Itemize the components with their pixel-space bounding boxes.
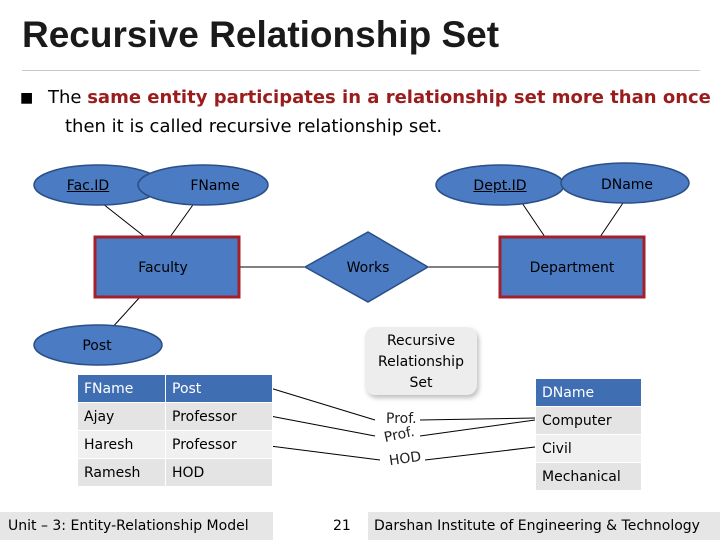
footer-page-number: 21 xyxy=(333,518,351,534)
table-row: Computer xyxy=(535,406,642,435)
attribute-post-label: Post xyxy=(82,338,112,354)
callout-line-3: Set xyxy=(409,375,433,391)
table-cell: Professor xyxy=(165,402,273,431)
table-cell: Ajay xyxy=(77,402,166,431)
callout-line-2: Relationship xyxy=(378,354,464,370)
attribute-fname-label: FName xyxy=(190,178,240,194)
table-cell: Civil xyxy=(535,434,642,463)
table-cell: Computer xyxy=(535,406,642,435)
table-row: Mechanical xyxy=(535,462,642,491)
attribute-fname xyxy=(137,164,269,206)
table-header-row: DName xyxy=(535,378,642,407)
table-cell: HOD xyxy=(165,458,273,487)
bullet-line-2: then it is called recursive relationship… xyxy=(65,116,443,137)
table-cell: Haresh xyxy=(77,430,166,459)
table-row: Haresh Professor xyxy=(77,430,273,459)
entity-department-label: Department xyxy=(529,260,615,276)
slide-footer: Unit – 3: Entity-Relationship Model 21 D… xyxy=(0,512,720,540)
bullet-highlight: same entity participates in a relationsh… xyxy=(87,87,711,108)
relationship-works-label: Works xyxy=(346,260,390,276)
column-header-dname: DName xyxy=(535,378,642,407)
table-cell: Ramesh xyxy=(77,458,166,487)
faculty-table: FName Post Ajay Professor Haresh Profess… xyxy=(77,374,273,487)
table-cell: Mechanical xyxy=(535,462,642,491)
title-divider xyxy=(22,70,700,71)
table-row: Civil xyxy=(535,434,642,463)
callout-line-1: Recursive xyxy=(386,333,456,349)
entity-department xyxy=(498,235,646,299)
square-bullet-icon: ■ xyxy=(20,90,34,106)
bullet-line-1: The same entity participates in a relati… xyxy=(48,84,711,112)
table-row: Ajay Professor xyxy=(77,402,273,431)
entity-faculty-label: Faculty xyxy=(138,260,188,276)
bullet-text-before: The xyxy=(48,87,88,108)
recursive-relationship-callout: Recursive Relationship Set xyxy=(365,327,477,395)
entity-faculty xyxy=(93,235,241,299)
table-cell: Professor xyxy=(165,430,273,459)
column-header-fname: FName xyxy=(77,374,166,403)
footer-institute: Darshan Institute of Engineering & Techn… xyxy=(368,512,720,540)
footer-unit: Unit – 3: Entity-Relationship Model xyxy=(0,512,273,540)
attribute-post xyxy=(33,324,163,366)
slide-title: Recursive Relationship Set xyxy=(22,14,500,55)
attribute-dname xyxy=(560,162,690,204)
department-table: DName Computer Civil Mechanical xyxy=(535,378,642,491)
attribute-fac-id-label: Fac.ID xyxy=(66,178,110,194)
column-header-post: Post xyxy=(165,374,273,403)
table-row: Ramesh HOD xyxy=(77,458,273,487)
table-header-row: FName Post xyxy=(77,374,273,403)
mapping-label: Prof. xyxy=(386,411,417,427)
attribute-dname-label: DName xyxy=(600,177,654,193)
attribute-dept-id-label: Dept.ID xyxy=(473,178,527,194)
relationship-works xyxy=(303,231,430,303)
